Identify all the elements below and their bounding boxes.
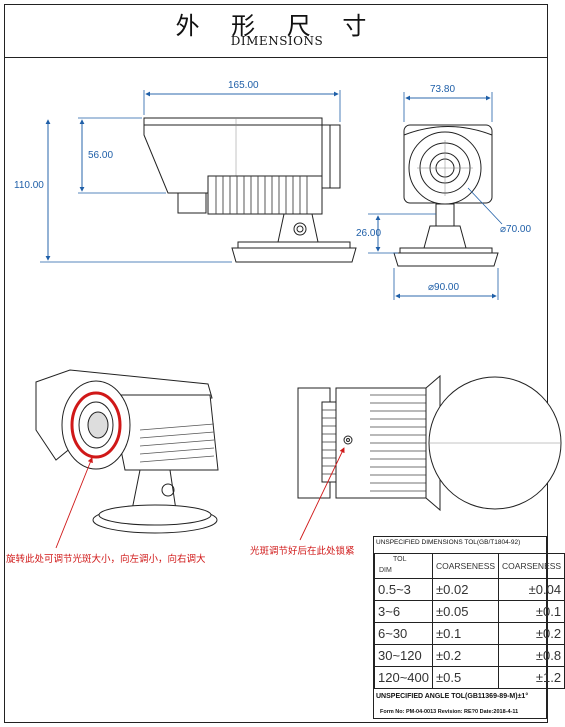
dim-front-base-height: 26.00 (356, 228, 382, 239)
page-title-en: DIMENSIONS (230, 34, 324, 48)
tol-cell: ±0.2 (431, 644, 500, 667)
column-header: COARSENESS (498, 553, 565, 579)
tol-cell: ±0.05 (431, 600, 500, 623)
tol-cell: ±0.04 (498, 578, 565, 601)
dim-side-total-height: 110.00 (14, 180, 44, 191)
note-lock-here: 光斑调节好后在此处锁紧 (250, 546, 355, 557)
tol-cell: ±0.1 (498, 600, 565, 623)
drawing-frame (4, 4, 548, 723)
dim-tol-cell: TOL DIM (374, 553, 433, 579)
tolerance-grid: TOL DIM COARSENESS COARSENESS 0.5~3 ±0.0… (374, 553, 565, 689)
range-cell: 3~6 (374, 600, 433, 623)
isometric-view (35, 369, 219, 534)
page-title-cn: 外 形 尺 寸 (175, 12, 379, 40)
tol-cell: ±0.5 (431, 666, 500, 689)
tolerance-table: UNSPECIFIED DIMENSIONS TOL(GB/T1804-92) … (373, 536, 565, 719)
table-row: 6~30 ±0.1 ±0.2 (374, 622, 565, 645)
dim-front-lens-dia: ⌀70.00 (500, 224, 532, 235)
range-cell: 120~400 (374, 666, 433, 689)
side-view (143, 117, 357, 263)
tol-cell: ±0.2 (498, 622, 565, 645)
table-row: 30~120 ±0.2 ±0.8 (374, 644, 565, 667)
header-divider (4, 57, 548, 58)
table-row: 3~6 ±0.05 ±0.1 (374, 600, 565, 623)
tol-label: TOL (393, 556, 407, 563)
table-row: 120~400 ±0.5 ±1.2 (374, 666, 565, 689)
note-spot-size-adjust: 旋转此处可调节光斑大小，向左调小，向右调大 (6, 554, 206, 565)
side-detail-view (297, 374, 562, 512)
tolerance-header: UNSPECIFIED DIMENSIONS TOL(GB/T1804-92) (376, 539, 521, 546)
range-cell: 30~120 (374, 644, 433, 667)
form-footer: Form No: PM-04-0013 Revision: RE?0 Date:… (380, 709, 519, 715)
dim-front-base-dia: ⌀90.00 (428, 282, 460, 293)
dim-front-width: 73.80 (430, 84, 456, 95)
tol-cell: ±0.8 (498, 644, 565, 667)
angle-tolerance: UNSPECIFIED ANGLE TOL(GB11369-89-M)±1° (376, 693, 529, 700)
table-row: 0.5~3 ±0.02 ±0.04 (374, 578, 565, 601)
dim-side-upper-height: 56.00 (88, 150, 114, 161)
range-cell: 6~30 (374, 622, 433, 645)
tol-cell: ±1.2 (498, 666, 565, 689)
dim-side-length: 165.00 (228, 80, 259, 91)
front-view (393, 124, 499, 267)
tol-cell: ±0.02 (431, 578, 500, 601)
table-header-row: TOL DIM COARSENESS COARSENESS (374, 553, 565, 579)
tol-cell: ±0.1 (431, 622, 500, 645)
column-header: COARSENESS (431, 553, 500, 579)
range-cell: 0.5~3 (374, 578, 433, 601)
dim-label: DIM (379, 567, 392, 574)
